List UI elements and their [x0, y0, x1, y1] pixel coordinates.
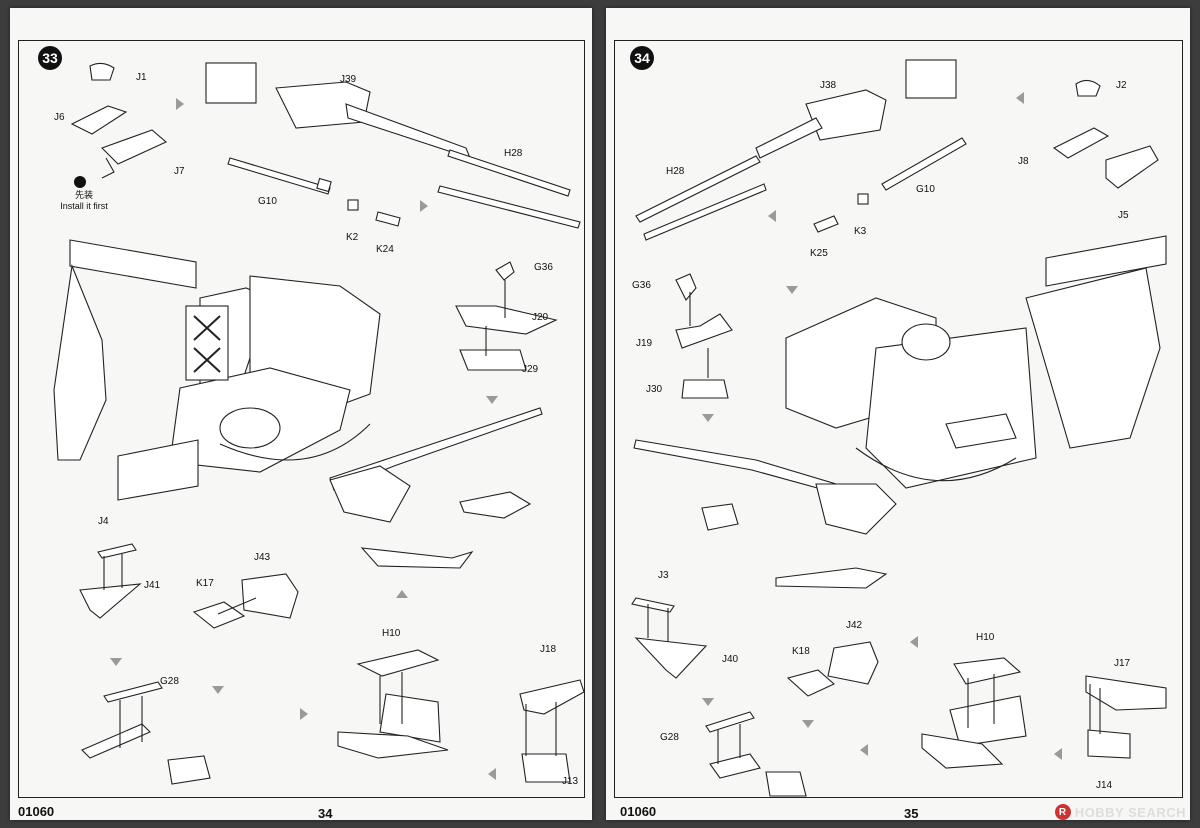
part-label-j14: J14 [1096, 780, 1113, 791]
page-frame [614, 40, 1183, 798]
watermark-text: HOBBY SEARCH [1074, 804, 1186, 820]
hobby-search-logo-icon: R [1054, 804, 1071, 820]
part-label-h28: H28 [666, 166, 685, 177]
page-frame [18, 40, 585, 798]
part-label-j5: J5 [1118, 210, 1129, 221]
part-label-k18: K18 [792, 646, 810, 657]
part-label-g36: G36 [632, 280, 651, 291]
part-label-k3: K3 [854, 226, 867, 237]
part-label-j39: J39 [340, 74, 357, 85]
note-chinese: 先装 [74, 190, 93, 200]
assembly-illustration-step-33 [53, 62, 585, 785]
part-label-g10: G10 [258, 196, 277, 207]
part-label-h10: H10 [976, 632, 995, 643]
part-label-j40: J40 [722, 654, 739, 665]
part-label-j18: J18 [540, 644, 557, 655]
product-code-left: 01060 [18, 804, 55, 819]
part-label-h28: H28 [504, 148, 523, 159]
part-label-k25: K25 [810, 248, 828, 259]
part-label-j4: J4 [98, 516, 109, 527]
part-label-j42: J42 [846, 620, 863, 631]
part-label-g10: G10 [916, 184, 935, 195]
part-label-k24: K24 [376, 244, 394, 255]
part-label-k2: K2 [346, 232, 359, 243]
page-number-right: 35 [904, 806, 919, 821]
install-first-note: 先装 Install it first [54, 190, 114, 212]
assembly-illustration-step-34 [631, 59, 1167, 797]
part-label-j17: J17 [1114, 658, 1131, 669]
part-label-j3: J3 [658, 570, 669, 581]
part-label-j13: J13 [562, 776, 579, 787]
note-english: Install it first [60, 201, 108, 211]
part-label-j38: J38 [820, 80, 837, 91]
step-number-badge: 33 [38, 46, 62, 70]
part-label-j8: J8 [1018, 156, 1029, 167]
step-number-badge: 34 [630, 46, 654, 70]
part-label-j2: J2 [1116, 80, 1127, 91]
part-label-j19: J19 [636, 338, 653, 349]
product-code-right: 01060 [620, 804, 657, 819]
part-label-g28: G28 [660, 732, 679, 743]
page-number-left: 34 [318, 806, 333, 821]
instruction-page-left: 33 先装 Install it first J1 J6 J7 J39 H28 … [10, 8, 592, 821]
hobby-search-watermark: R HOBBY SEARCH [1054, 804, 1186, 820]
install-first-icon [74, 176, 86, 188]
part-label-j30: J30 [646, 384, 663, 395]
part-label-g36: G36 [534, 262, 553, 273]
part-label-j1: J1 [136, 72, 147, 83]
part-label-j7: J7 [174, 166, 185, 177]
part-label-j41: J41 [144, 580, 161, 591]
part-label-k17: K17 [196, 578, 214, 589]
part-label-j20: J20 [532, 312, 549, 323]
instruction-page-right: 34 J38 J2 J8 J5 H28 G10 K3 K25 G36 J19 J… [606, 8, 1190, 821]
part-label-j29: J29 [522, 364, 539, 375]
part-label-g28: G28 [160, 676, 179, 687]
part-label-j6: J6 [54, 112, 65, 123]
part-label-h10: H10 [382, 628, 401, 639]
part-label-j43: J43 [254, 552, 271, 563]
